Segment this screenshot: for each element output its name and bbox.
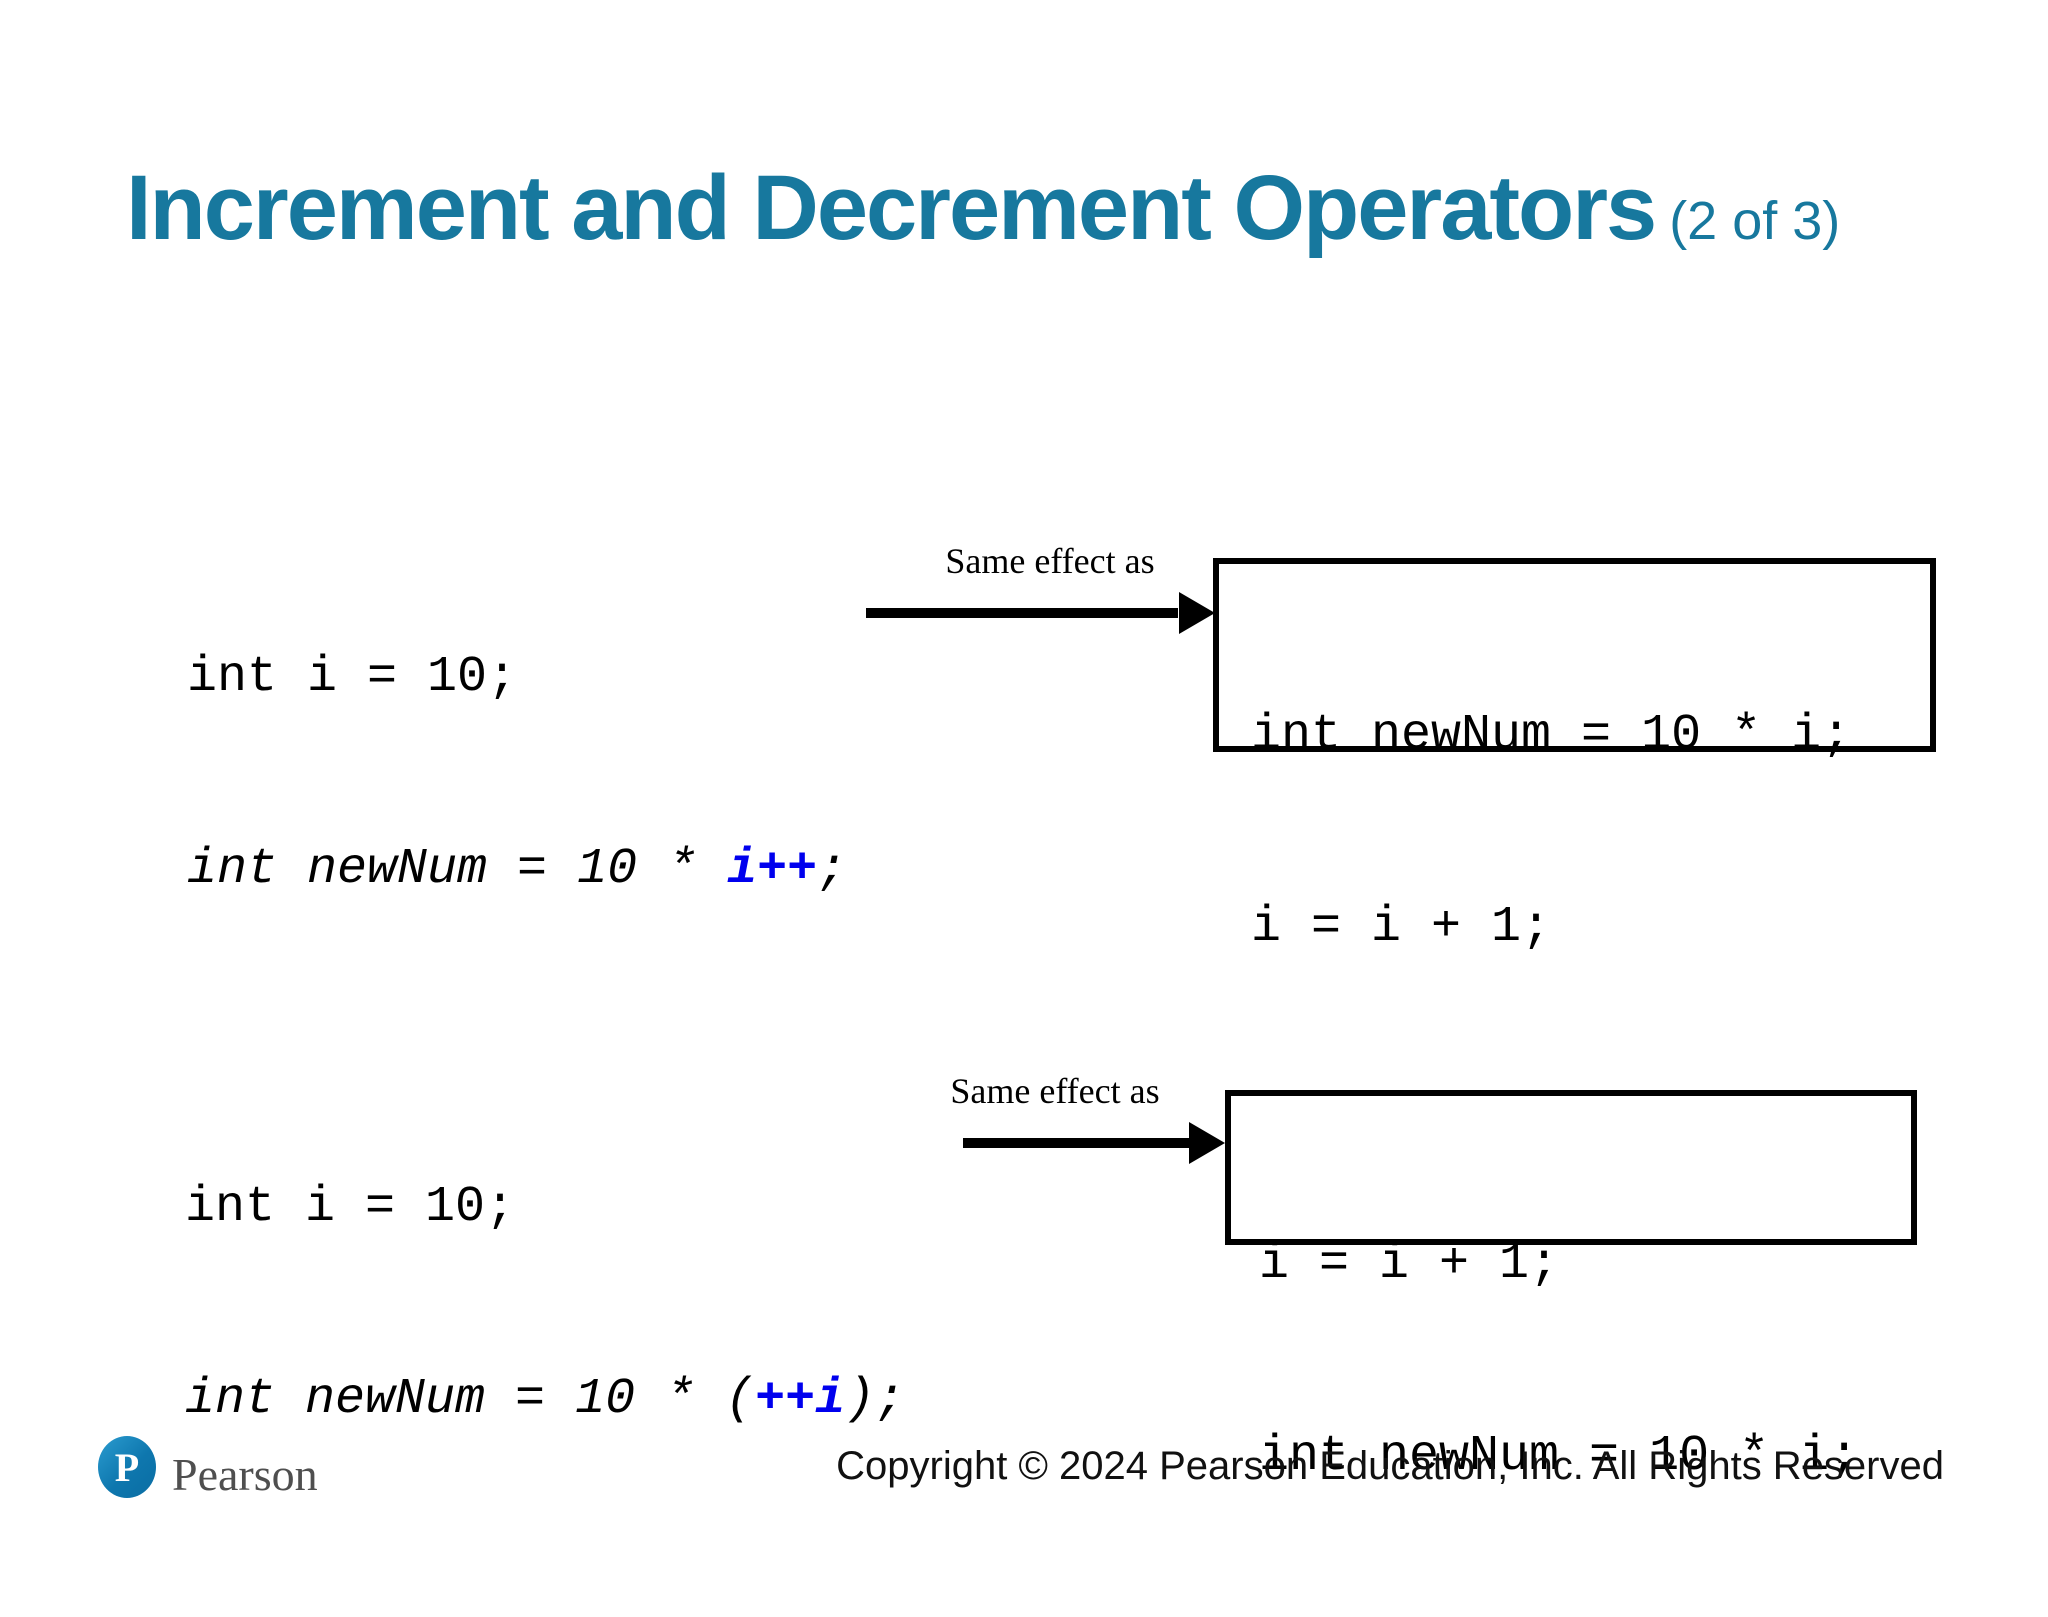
example2-code-line2-pre: int newNum = 10 * ( [185,1371,756,1428]
page-title-main: Increment and Decrement Operators [126,157,1657,259]
example2-code-line2-post: ); [845,1371,906,1428]
example2-arrow-label: Same effect as [950,1071,1160,1111]
example1-code-line2: int newNum = 10 * i++; [187,838,847,902]
example1-code-line2-pre: int newNum = 10 * [187,841,728,898]
example1-arrow-label: Same effect as [945,541,1155,581]
example1-source-code: int i = 10; int newNum = 10 * i++; [187,518,847,1030]
example1-box-code: int newNum = 10 * i; i = i + 1; [1219,564,1930,1088]
example1-arrow-shaft [866,608,1178,618]
example2-source-code: int i = 10; int newNum = 10 * (++i); [185,1048,905,1560]
example2-equivalent-code-box: i = i + 1; int newNum = 10 * i; [1225,1090,1917,1485]
example1-code-line1: int i = 10; [187,649,518,706]
slide-canvas: Increment and Decrement Operators(2 of 3… [98,156,1944,1500]
example1-arrow-head-icon [1179,592,1215,634]
pearson-logo-icon: P [98,1436,156,1498]
example1-code-line2-post: ; [817,841,848,898]
example2-arrow-shaft [963,1138,1193,1148]
example2-code-line2: int newNum = 10 * (++i); [185,1368,905,1432]
copyright-text: Copyright © 2024 Pearson Education, Inc.… [836,1444,1944,1488]
example1-highlight-operator: i++ [727,841,818,898]
example2-code-line1: int i = 10; [185,1179,516,1236]
example2-box-line2: int newNum = 10 * i; [1259,1428,1860,1485]
example1-box-line2: i = i + 1; [1251,899,1552,956]
example1-box-line1: int newNum = 10 * i; [1251,707,1852,764]
example2-highlight-operator: ++i [755,1371,846,1428]
example2-box-code: i = i + 1; int newNum = 10 * i; [1231,1096,1911,1617]
example2-box-line1: i = i + 1; [1259,1236,1560,1293]
example1-equivalent-code-box: int newNum = 10 * i; i = i + 1; [1213,558,1936,956]
example2-arrow-head-icon [1189,1122,1225,1164]
page-title-suffix: (2 of 3) [1669,191,1841,251]
page-title: Increment and Decrement Operators(2 of 3… [126,156,1840,261]
pearson-brand-text: Pearson [172,1449,318,1500]
pearson-logo-letter: P [114,1445,140,1490]
